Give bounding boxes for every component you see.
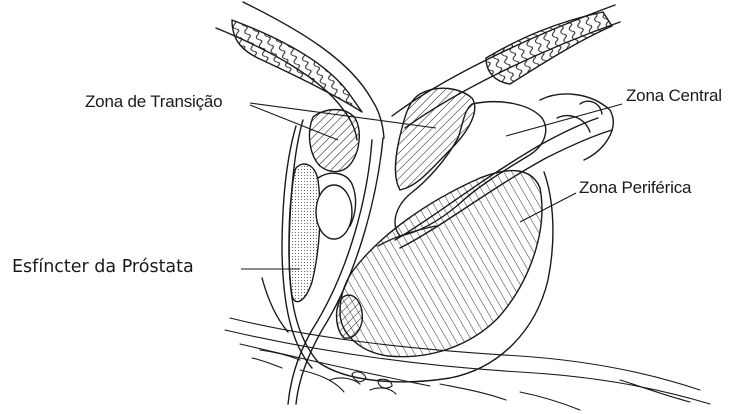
sphincter-region [289, 164, 320, 302]
pubic-bone-left [216, 2, 384, 140]
urethral-lumen [316, 185, 352, 239]
label-peripheral-zone: Zona Periférica [579, 179, 691, 196]
leader-central [506, 104, 622, 136]
peripheral-zone [340, 171, 542, 357]
label-sphincter: Esfíncter da Próstata [12, 259, 194, 277]
transition-zone-left [309, 110, 359, 172]
label-transition-zone: Zona de Transição [85, 93, 222, 110]
label-central-zone: Zona Central [626, 87, 722, 104]
transition-zone-right [396, 88, 475, 190]
